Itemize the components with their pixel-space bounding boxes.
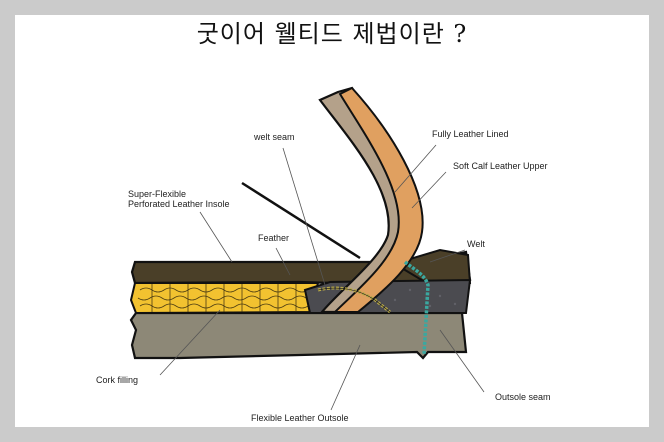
feather-rib	[241, 181, 361, 260]
outsole-stitch	[403, 260, 430, 356]
label-feather: Feather	[258, 233, 289, 243]
label-fully-leather-lined: Fully Leather Lined	[432, 129, 509, 139]
label-outsole-seam: Outsole seam	[495, 392, 551, 402]
label-cork-filling: Cork filling	[96, 375, 138, 385]
label-flexible-leather-outsole: Flexible Leather Outsole	[251, 413, 349, 423]
leader-lines	[159, 144, 485, 411]
label-soft-calf-leather-upper: Soft Calf Leather Upper	[453, 161, 548, 171]
label-welt: Welt	[467, 239, 485, 249]
cork-filling	[129, 282, 321, 315]
label-insole-line2: Perforated Leather Insole	[128, 199, 230, 209]
label-welt-seam: welt seam	[253, 132, 295, 142]
outsole-layer	[129, 311, 468, 360]
label-insole-line1: Super-Flexible	[128, 189, 186, 199]
page-title: 굿이어 웰티드 제법이란 ?	[196, 20, 468, 48]
upper-leather	[318, 86, 424, 314]
content-panel	[15, 15, 649, 427]
